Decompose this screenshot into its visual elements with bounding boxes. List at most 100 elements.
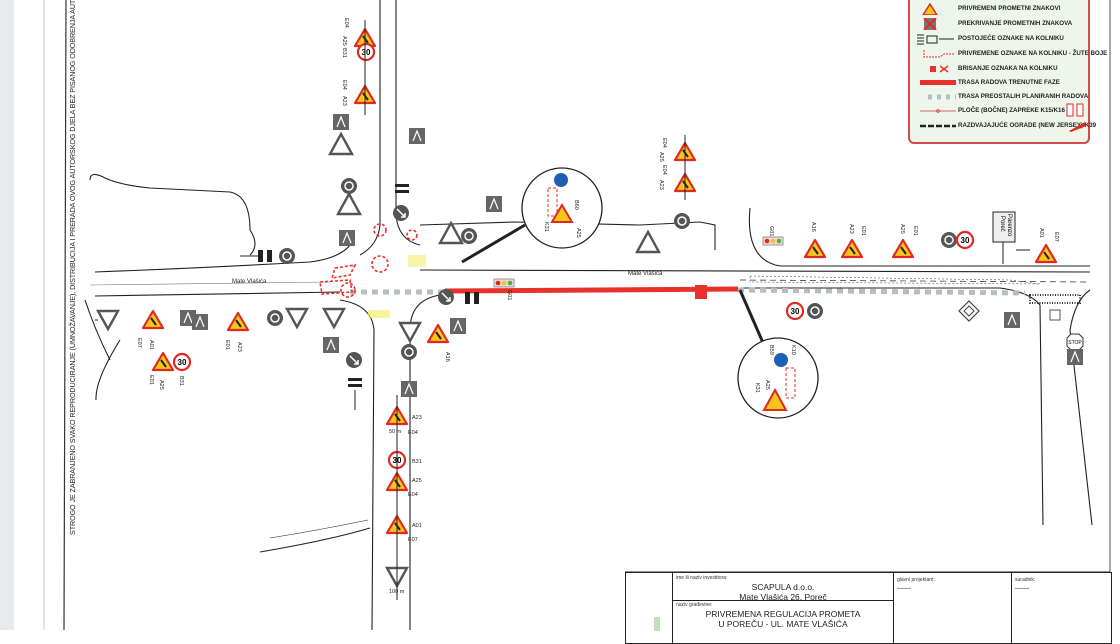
callout-code: K31 <box>754 383 760 393</box>
sign-code: A25 <box>412 478 422 484</box>
sign-code: A25 <box>158 380 164 390</box>
legend-item: TRASA RADOVA TRENUTNE FAZE <box>910 76 1088 90</box>
sign-code: B31 <box>412 459 422 465</box>
light-sign-icon <box>493 278 515 288</box>
speed-sign-icon: 30 <box>172 352 192 372</box>
round-sign-icon <box>674 213 690 229</box>
warn-sign-icon <box>226 311 250 332</box>
callout-1: B60 K31 A25 <box>461 167 603 264</box>
warning-triangle-sign-icon <box>916 2 956 16</box>
gtri-sign-icon <box>321 307 347 330</box>
frame-border <box>63 0 67 630</box>
callout-code: B59 <box>768 345 774 355</box>
sign-code: A25 <box>658 152 664 162</box>
sq-sign-icon <box>1004 312 1020 328</box>
gtri-sign-icon <box>95 309 121 332</box>
sign-code: A23 <box>412 415 422 421</box>
lane-line <box>89 281 331 286</box>
scan-edge <box>0 0 14 630</box>
sq-sign-icon <box>323 337 339 353</box>
speed-sign-icon: 30 <box>785 301 805 321</box>
road-edge <box>94 244 351 273</box>
arrow-sign-icon <box>346 352 362 368</box>
sign-code: E04 <box>661 165 667 175</box>
investor: SCAPULA d.o.o.Mate Vlašića 26, Poreč <box>739 582 827 602</box>
new-jersey-barrier-icon <box>916 120 956 132</box>
road-edge <box>259 527 371 553</box>
warn-sign-icon <box>840 238 864 259</box>
road-edge <box>419 221 716 250</box>
round-sign-icon <box>461 228 477 244</box>
road-edge <box>1039 304 1044 526</box>
investor-label: ime ili naziv investitora: <box>676 575 728 581</box>
speed-sign-icon: 30 <box>356 42 376 62</box>
project-label: naziv građevine: <box>676 602 713 608</box>
street-label-west: Mate Vlašića <box>232 279 267 285</box>
sign-code: E04 <box>341 80 347 90</box>
callout-code: K10 <box>790 345 796 355</box>
light-sign-icon <box>762 236 784 246</box>
gtri-sign-icon <box>284 307 310 330</box>
svg-text:30: 30 <box>362 48 371 57</box>
legend-item: RAZDVAJAJUĆE OGRADE (NEW JERSEY) K39 <box>910 119 1096 133</box>
street-label-east: Mate Vlašića <box>628 271 663 277</box>
sign-code: A23 <box>341 96 347 106</box>
sq-sign-icon <box>486 196 502 212</box>
sign-code: E01 <box>224 340 230 350</box>
svg-text:STOP: STOP <box>1068 340 1082 346</box>
road-edge <box>94 291 341 297</box>
round-sign-icon <box>807 303 823 319</box>
stop-sign-icon: STOP <box>1066 333 1084 351</box>
sign-code: E07 <box>136 338 142 348</box>
existing-markings-icon <box>916 33 956 45</box>
sign-code: E04 <box>661 138 667 148</box>
copyright-notice: STROGO JE ZABRANJENO SVAKO REPRODUCIRANJ… <box>68 0 77 535</box>
callout-2: B59 K10 A25 K31 <box>737 289 819 419</box>
arrow-sign-icon <box>393 205 409 221</box>
utri-sign-icon <box>335 191 363 216</box>
road-edge <box>748 207 1090 267</box>
utri-sign-icon <box>634 229 662 254</box>
bars-sign-icon <box>395 184 409 193</box>
road-edge <box>84 299 111 361</box>
sign-code: B31 <box>341 48 347 58</box>
legend: PRIVREMENI PROMETNI ZNAKOVI PREKRIVANJE … <box>908 0 1107 144</box>
sq-sign-icon <box>1067 349 1083 365</box>
bars-sign-icon <box>348 378 362 387</box>
covered-sign-icon <box>916 17 956 31</box>
sign-code: E01 <box>148 375 154 385</box>
gtri-sign-icon <box>397 321 423 344</box>
hbars-sign-icon <box>258 250 272 262</box>
utri-sign-icon <box>327 131 355 156</box>
sq-sign-icon <box>339 230 355 246</box>
current-phase-works-line <box>444 286 739 294</box>
legend-item: PRIVREMENI PROMETNI ZNAKOVI <box>910 2 1088 16</box>
erase-markings-icon <box>916 63 956 75</box>
sign-code: A23 <box>658 180 664 190</box>
callout-code: K31 <box>543 222 549 232</box>
sq-sign-icon <box>192 314 208 330</box>
chief-designer-label: glavni projektant: <box>897 577 935 583</box>
legend-item: PLOČE (BOČNE) ZAPREKE K15/K16 <box>910 103 1088 118</box>
sign-code: G01 <box>768 226 774 236</box>
round-sign-icon <box>267 310 283 326</box>
chief-designer-value: —— <box>897 585 911 592</box>
warn-sign-icon <box>1034 243 1058 264</box>
sign-code: A23 <box>848 224 854 234</box>
side-barrier-icon <box>916 105 956 117</box>
warn-sign-icon <box>426 323 450 344</box>
warn-sign-icon <box>803 238 827 259</box>
callout-code: A25 <box>764 380 770 390</box>
gray-dashed-line-icon <box>916 91 956 103</box>
sq-sign-icon <box>409 128 425 144</box>
sign-code: 100 m <box>389 589 405 595</box>
road-edge <box>419 269 1091 273</box>
warn-sign-icon <box>891 238 915 259</box>
arrow-sign-icon <box>438 289 454 305</box>
sign-code: E04 <box>408 492 418 498</box>
sign-code: A01 <box>1038 228 1044 238</box>
diamond-sign-icon <box>958 300 980 322</box>
temporary-markings-icon <box>916 48 956 60</box>
sq-sign-icon <box>333 114 349 130</box>
